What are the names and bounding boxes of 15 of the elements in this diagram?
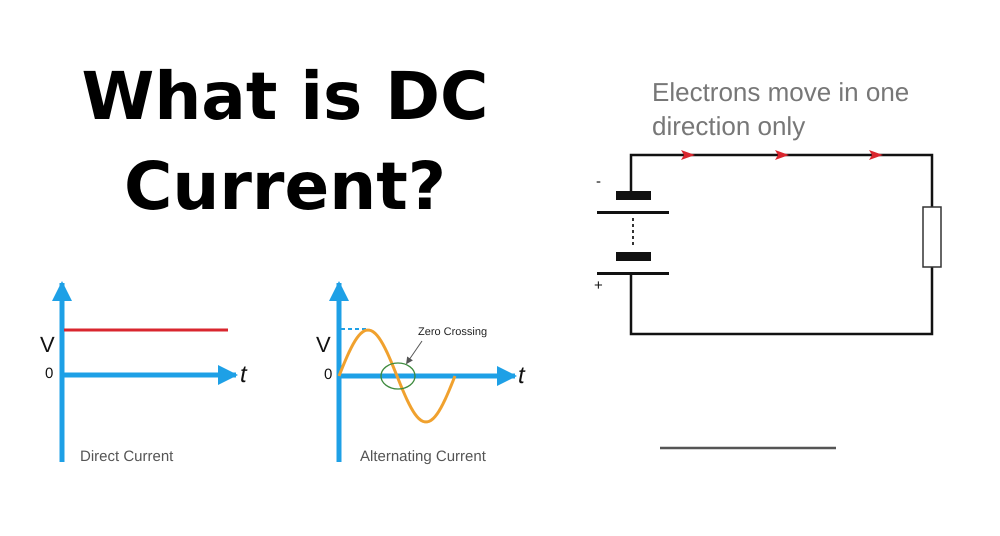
axis-label: t [240,362,247,388]
polarity-sign: - [596,174,601,190]
callout-label: Zero Crossing [418,326,488,338]
axis-label: 0 [45,366,54,382]
axis-label: t [518,363,525,390]
axis-label: 0 [324,367,332,384]
highlight-ellipse [380,362,416,390]
axis-label: V [316,333,331,358]
graph-caption: Alternating Current [360,449,486,466]
polarity-sign: + [594,278,603,294]
leader-line [406,340,422,364]
graph-caption: Direct Current [80,449,174,466]
axis-label: V [40,333,55,358]
title: What is DC Current? [80,57,490,227]
circuit-caption: Electrons move in one direction only [652,76,910,143]
